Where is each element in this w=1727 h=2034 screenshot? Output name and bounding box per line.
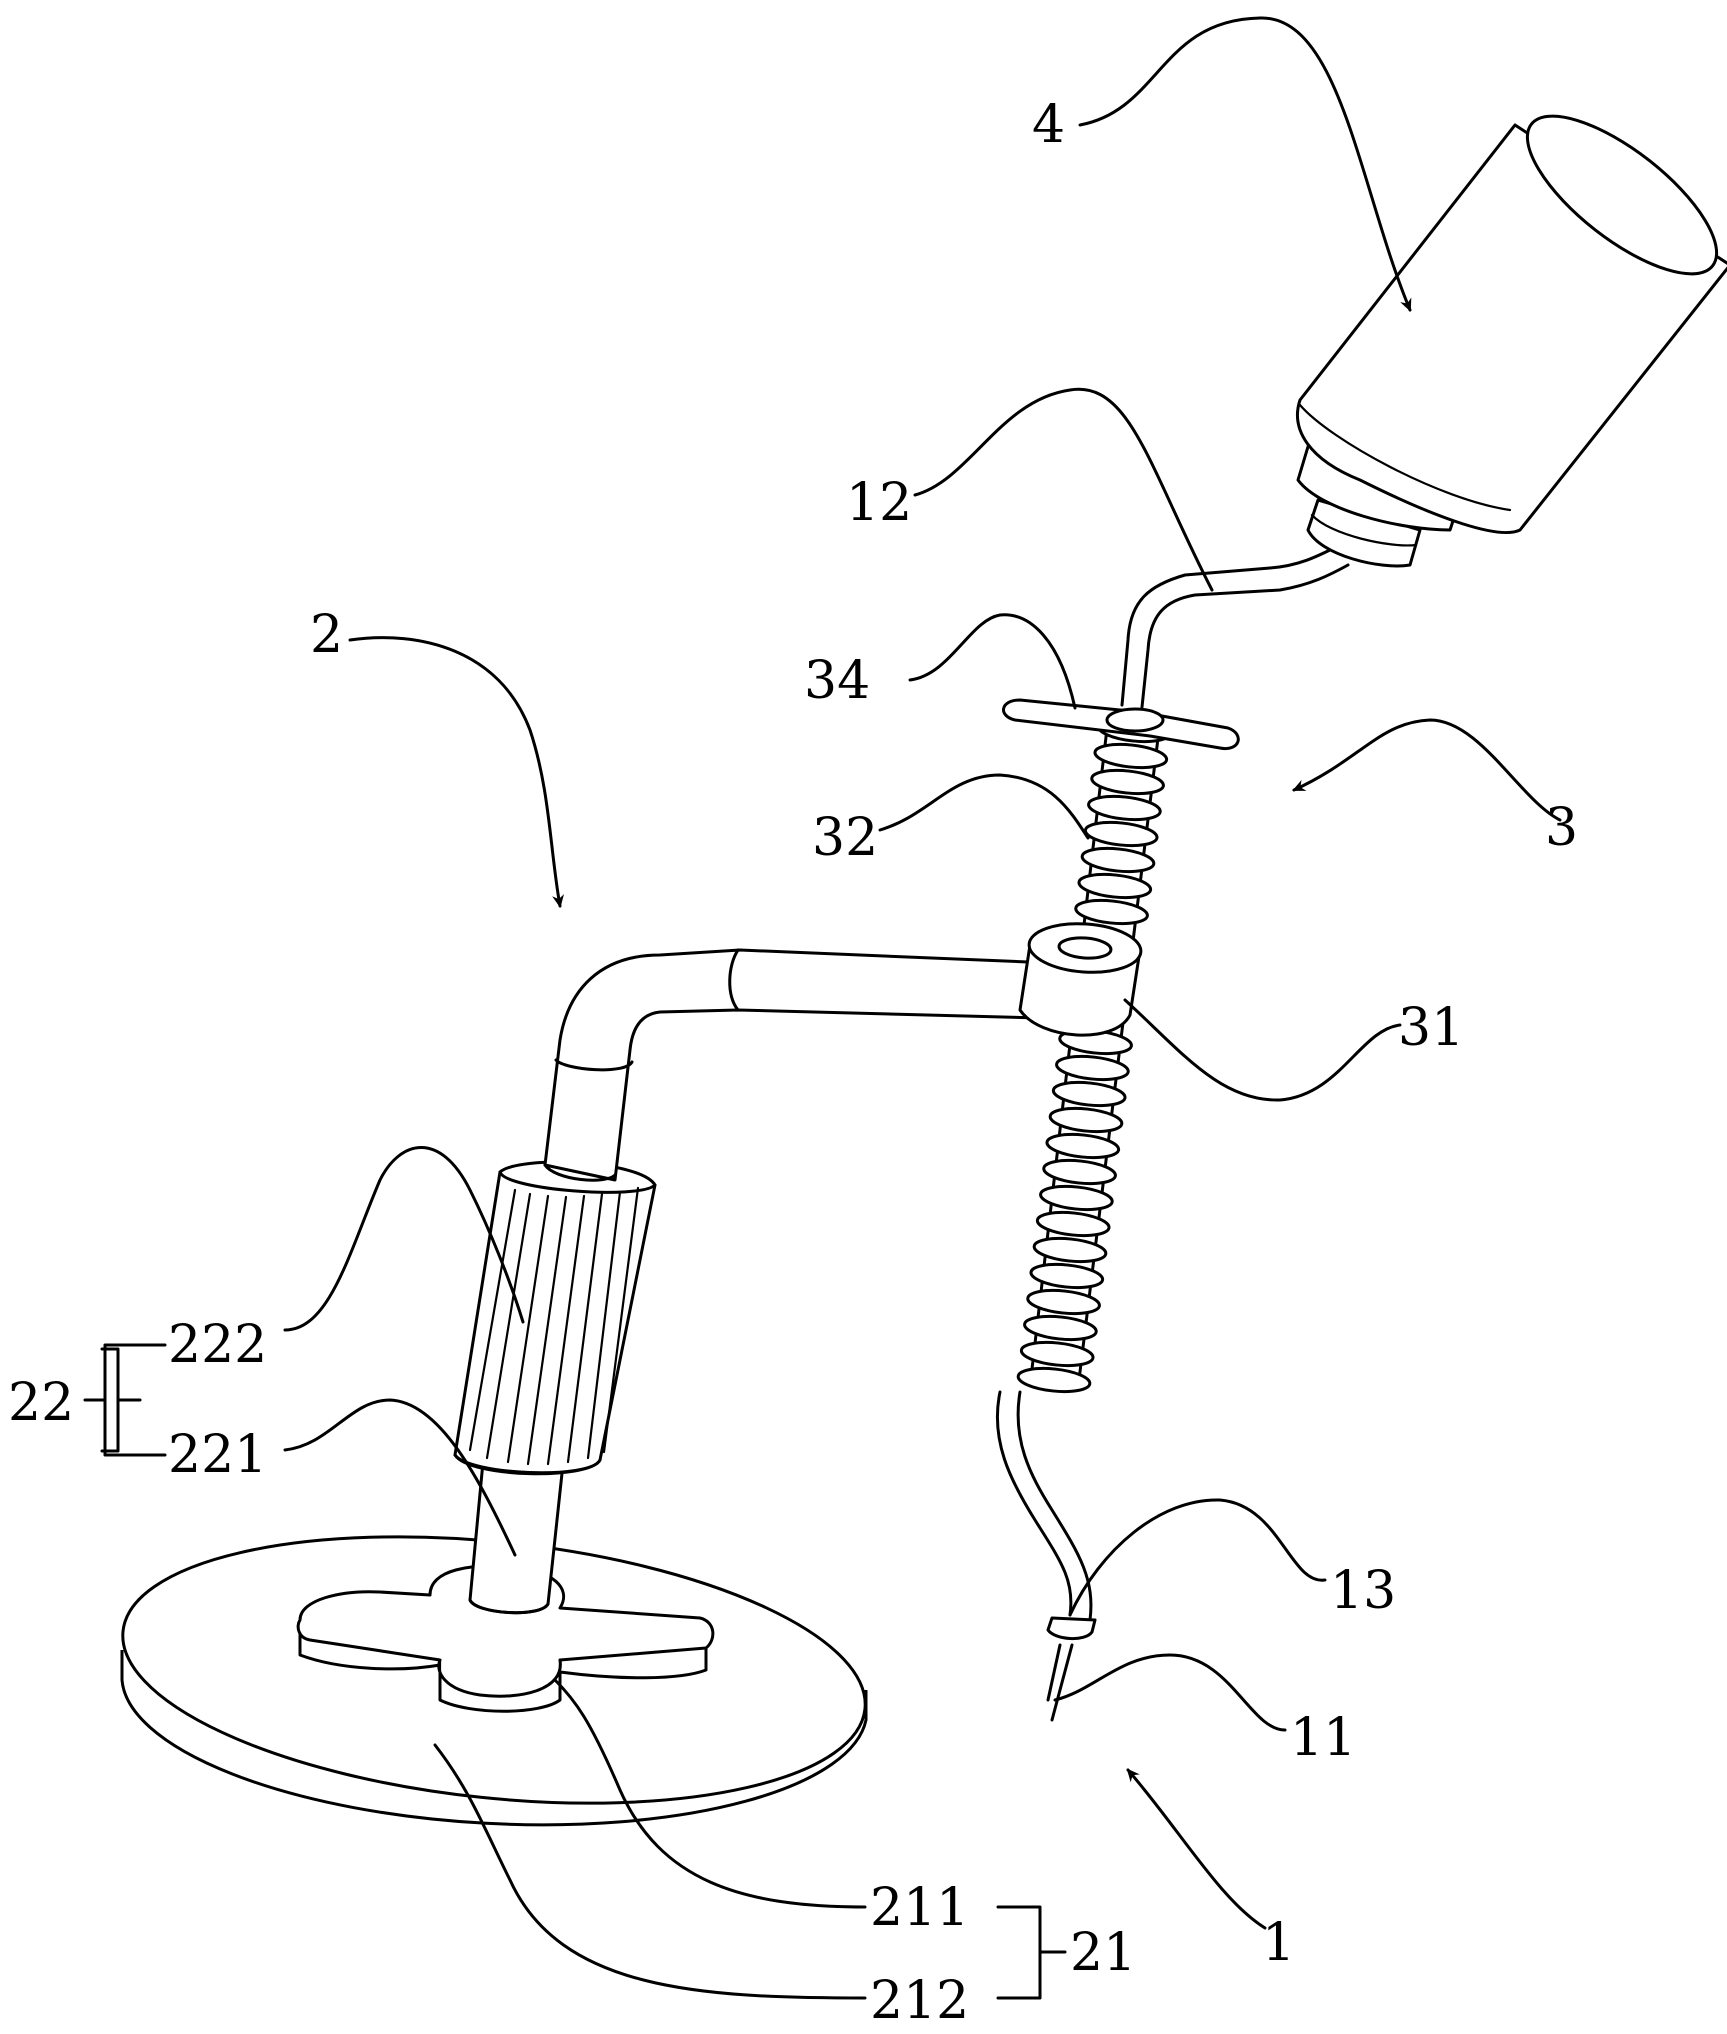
label-31: 31 xyxy=(1398,998,1464,1058)
label-4: 4 xyxy=(1032,95,1065,155)
needle-assembly xyxy=(997,1392,1095,1720)
label-34: 34 xyxy=(804,651,870,711)
label-21: 21 xyxy=(1070,1923,1136,1983)
label-22: 22 xyxy=(8,1373,74,1433)
label-222: 222 xyxy=(168,1315,267,1375)
upper-tube xyxy=(1122,545,1348,707)
label-3: 3 xyxy=(1545,798,1578,858)
label-1: 1 xyxy=(1262,1913,1295,1973)
label-212: 212 xyxy=(870,1971,969,2029)
label-221: 221 xyxy=(168,1425,267,1485)
label-13: 13 xyxy=(1330,1561,1396,1621)
label-32: 32 xyxy=(812,808,878,868)
bent-arm xyxy=(545,950,1040,1180)
label-2: 2 xyxy=(310,605,343,665)
label-12: 12 xyxy=(846,473,912,533)
knurled-sleeve xyxy=(455,1162,655,1474)
collar xyxy=(1020,920,1143,1035)
coil-spring xyxy=(1017,715,1171,1394)
label-11: 11 xyxy=(1290,1708,1356,1768)
label-211: 211 xyxy=(870,1878,969,1938)
